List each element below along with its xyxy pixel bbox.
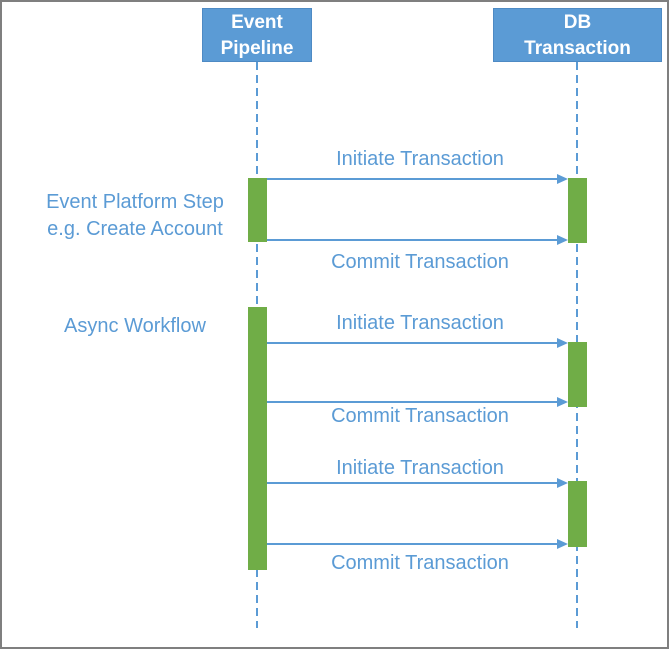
arrow-commit-transaction-3 [266,539,568,549]
message-label: Commit Transaction [331,405,509,427]
activation-bar-event-platform-step [248,178,267,242]
message-label: Initiate Transaction [336,312,504,334]
arrow-commit-transaction-1 [266,235,568,245]
message-label: Initiate Transaction [336,148,504,170]
actor-label-line: Pipeline [220,38,294,59]
arrow-initiate-transaction-3 [266,478,568,488]
activation-bar-db-transaction-3 [568,481,587,547]
arrow-initiate-transaction-1 [266,174,568,184]
annotation-line: Async Workflow [64,315,206,337]
actor-label-line: Event [231,12,283,33]
actor-label-line: DB [563,12,592,33]
arrow-commit-transaction-2 [266,397,568,407]
activation-bar-async-workflow [248,307,267,570]
actor-box-event-pipeline: Event Pipeline [202,8,312,62]
message-label: Commit Transaction [331,552,509,574]
actor-box-db-transaction: DB Transaction [493,8,662,62]
annotation-line: e.g. Create Account [47,218,223,240]
annotation-line: Event Platform Step [46,191,224,213]
activation-bar-db-transaction-1 [568,178,587,243]
annotation-event-platform-step: Event Platform Step e.g. Create Account [22,189,248,243]
message-label: Commit Transaction [331,251,509,273]
arrow-initiate-transaction-2 [266,338,568,348]
activation-bar-db-transaction-2 [568,342,587,407]
message-label: Initiate Transaction [336,457,504,479]
actor-label-line: Transaction [524,38,631,59]
annotation-async-workflow: Async Workflow [22,313,248,340]
